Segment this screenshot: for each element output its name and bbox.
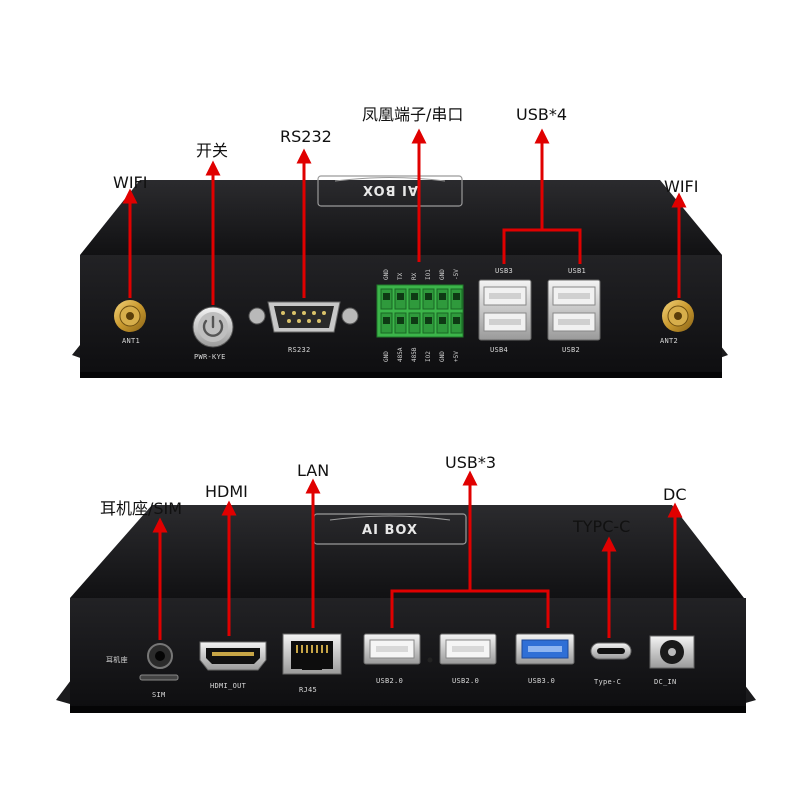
- pin-label: GND: [439, 269, 446, 280]
- callout-typec: TYPC-C: [572, 517, 630, 536]
- callout-lan: LAN: [297, 461, 329, 480]
- callout-usb4: USB*4: [516, 105, 567, 124]
- bottom-device-view: AI BOX 耳机座 SIM HDMI_OUT RJ45: [56, 453, 756, 713]
- device-lid: [70, 505, 744, 598]
- pin-label: GND: [383, 351, 390, 362]
- panel-label-usb2: USB2: [562, 346, 580, 354]
- panel-label-typec: Type-C: [594, 678, 621, 686]
- top-callout-arrows: [122, 128, 687, 305]
- svg-text:AI BOX: AI BOX: [362, 523, 418, 538]
- panel-label-usb3: USB3: [495, 267, 513, 275]
- usb-stack-left: [478, 279, 532, 341]
- svg-text:AI BOX: AI BOX: [362, 182, 418, 197]
- panel-label-ant2: ANT2: [660, 337, 678, 345]
- panel-label-dc: DC_IN: [654, 678, 677, 686]
- pin-label: 485B: [411, 347, 418, 362]
- usb2-port-icon: [439, 633, 497, 665]
- typec-port-icon: [590, 642, 632, 660]
- pin-label: IO1: [425, 269, 432, 280]
- pin-label: -5V: [453, 269, 460, 280]
- terminal-pins-top: GND TX RX IO1 GND -5V: [383, 269, 460, 280]
- power-icon: [202, 315, 224, 337]
- earphone-jack-icon: [147, 643, 173, 669]
- terminal-screw-hole: [411, 293, 418, 300]
- panel-label-sim: SIM: [152, 691, 166, 699]
- panel-label-usb4: USB4: [490, 346, 508, 354]
- callout-earphone-sim: 耳机座/SIM: [100, 499, 182, 518]
- callout-phoenix: 凤凰端子/串口: [362, 105, 463, 124]
- pin-label: 485A: [397, 347, 404, 362]
- callout-wifi-left: WIFI: [113, 173, 147, 192]
- power-button[interactable]: [192, 306, 234, 348]
- dc-jack-icon: [649, 635, 695, 669]
- panel-label-usb-c: USB3.0: [528, 677, 555, 685]
- panel-label-pwr: PWR-KYE: [194, 353, 226, 361]
- terminal-screw-hole: [383, 293, 390, 300]
- panel-label-rj45: RJ45: [299, 686, 317, 694]
- pin-label: +5V: [453, 351, 460, 362]
- top-device-view: AI BOX ANT1 PWR-KYE: [72, 105, 728, 378]
- panel-label-hdmi: HDMI_OUT: [210, 682, 247, 690]
- usb-stack-right: [547, 279, 601, 341]
- panel-label-usb-a: USB2.0: [376, 677, 403, 685]
- panel-label-usb1: USB1: [568, 267, 586, 275]
- terminal-screw-hole: [453, 317, 460, 324]
- terminal-screw-hole: [425, 317, 432, 324]
- bottom-callout-arrows: [152, 470, 683, 640]
- device-logo: AI BOX: [317, 175, 463, 207]
- pin-label: IO2: [425, 351, 432, 362]
- terminal-screw-hole: [383, 317, 390, 324]
- terminal-screw-hole: [439, 293, 446, 300]
- usb3-port-icon: [515, 633, 575, 665]
- terminal-pins-bottom: GND 485A 485B IO2 GND +5V: [383, 347, 460, 362]
- callout-hdmi: HDMI: [205, 482, 248, 501]
- callout-usb3: USB*3: [445, 453, 496, 472]
- panel-label-earphone: 耳机座: [106, 655, 128, 664]
- terminal-screw-hole: [425, 293, 432, 300]
- terminal-screw-hole: [397, 293, 404, 300]
- terminal-screw-hole: [439, 317, 446, 324]
- panel-label-usb-b: USB2.0: [452, 677, 479, 685]
- callout-power: 开关: [196, 141, 228, 160]
- terminal-block: [376, 284, 464, 338]
- panel-label-ant1: ANT1: [122, 337, 140, 345]
- pin-label: RX: [411, 272, 418, 280]
- antenna-right-icon: [662, 300, 694, 332]
- pin-label: TX: [397, 272, 404, 280]
- antenna-left-icon: [114, 300, 146, 332]
- pin-label: GND: [383, 269, 390, 280]
- callout-rs232: RS232: [280, 127, 332, 146]
- device-lid: [80, 180, 722, 255]
- callout-wifi-right: WIFI: [664, 177, 698, 196]
- terminal-screw-hole: [453, 293, 460, 300]
- hdmi-port-icon: [199, 641, 267, 671]
- rj45-port-icon: [282, 633, 342, 675]
- pin-label: GND: [439, 351, 446, 362]
- db9-port-icon: [248, 301, 359, 333]
- panel-label-rs232: RS232: [288, 346, 311, 354]
- terminal-screw-hole: [397, 317, 404, 324]
- terminal-screw-hole: [411, 317, 418, 324]
- sim-slot-icon: [139, 674, 179, 681]
- callout-dc: DC: [663, 485, 687, 504]
- usb2-port-icon: [363, 633, 421, 665]
